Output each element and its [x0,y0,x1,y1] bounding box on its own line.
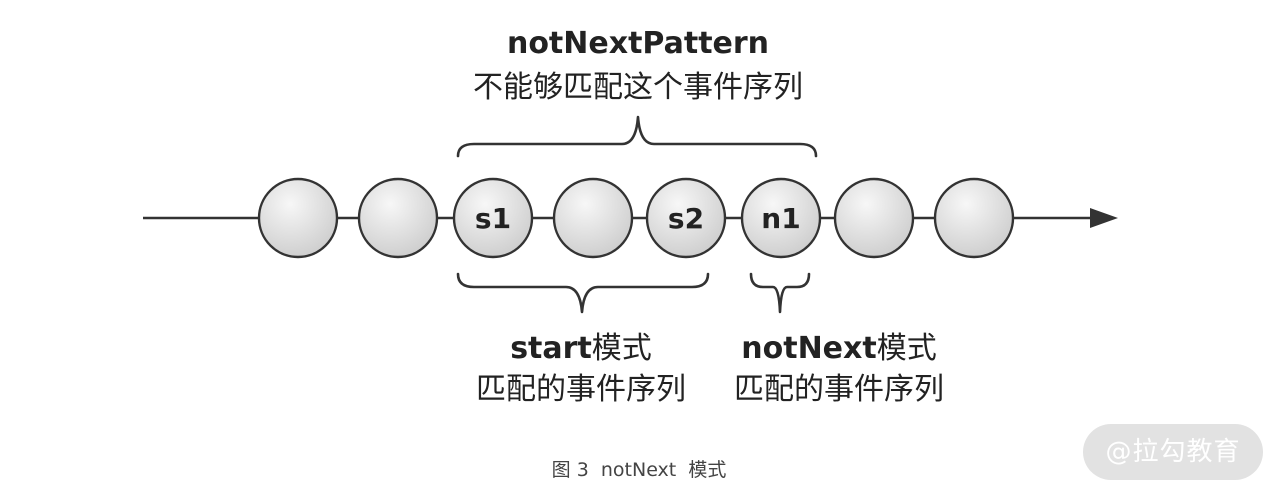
event-node-n1: n1 [740,177,822,259]
svg-text:n1: n1 [761,202,800,235]
event-node [357,177,439,259]
start-pattern-description: 匹配的事件序列 [476,372,686,407]
not-next-pattern-description: 不能够匹配这个事件序列 [473,70,803,105]
figure-caption: 图 3 notNext 模式 [552,459,727,481]
start-pattern-name: start [510,331,592,366]
event-node [552,177,634,259]
event-node [933,177,1015,259]
event-node [257,177,339,259]
not-next-description: 匹配的事件序列 [734,372,944,407]
watermark-badge: @拉勾教育 [1083,424,1263,480]
svg-text:s2: s2 [668,202,704,235]
event-node-s1: s1 [452,177,534,259]
not-next-brace [749,272,811,314]
start-pattern-suffix: 模式 [592,331,652,366]
not-next-suffix: 模式 [877,331,937,366]
not-next-pattern-title: notNextPattern [507,26,769,61]
not-next-label: notNext模式 [741,331,936,366]
svg-text:s1: s1 [475,202,511,235]
not-next-name: notNext [741,331,876,366]
timeline-arrowhead [1090,208,1118,228]
event-node-s2: s2 [645,177,727,259]
not-next-pattern-brace [456,115,818,158]
event-node [833,177,915,259]
start-pattern-label: start模式 [510,331,652,366]
start-pattern-brace [456,272,710,314]
